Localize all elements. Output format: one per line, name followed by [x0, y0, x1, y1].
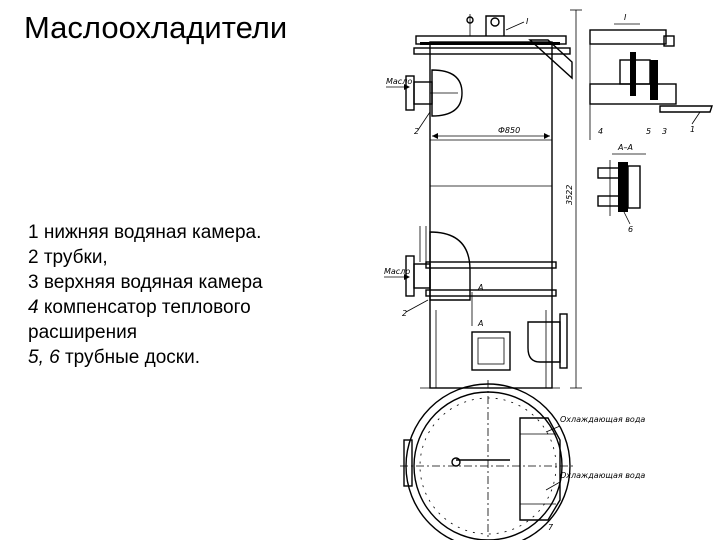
cooling-water-in-label: Охлаждающая вода	[560, 415, 645, 424]
section-a-a: А–А 6	[597, 143, 646, 234]
top-cover	[413, 14, 573, 80]
diameter-dimension: Ф850	[498, 126, 520, 135]
detail-view-i: I 4 5 3 1	[589, 13, 713, 140]
oil-out-label: Масло	[384, 267, 410, 276]
legend-item: 3 верхняя водяная камера	[28, 272, 263, 293]
section-a-a-title: А–А	[617, 143, 633, 152]
section-mark-a-bottom: А	[477, 319, 483, 328]
callout-1: 1	[690, 125, 695, 134]
callout-3: 3	[662, 127, 667, 136]
legend-item: 5, 6 трубные доски.	[28, 347, 200, 368]
height-dimension: 3522	[565, 185, 574, 205]
legend-item: 1 нижняя водяная камера.	[28, 222, 262, 243]
water-nozzle	[527, 313, 568, 369]
callout-7: 7	[548, 523, 554, 532]
plan-view: Охлаждающая вода Охлаждающая вода 7	[400, 380, 645, 540]
legend-list: 1 нижняя водяная камера. 2 трубки, 3 вер…	[28, 220, 263, 370]
callout-5: 5	[646, 127, 651, 136]
legend-item: 4 компенсатор теплового	[28, 297, 251, 318]
section-mark-a-top: А	[477, 283, 483, 292]
oil-outlet-nozzle: Масло	[384, 226, 557, 301]
cooling-water-out-label: Охлаждающая вода	[560, 471, 645, 480]
oil-inlet-nozzle: Масло	[386, 69, 463, 117]
callouts-main: 2 2 I А А	[402, 17, 529, 328]
dimension-lines: 3522 Ф850	[432, 9, 582, 389]
slide-title: Маслоохладители	[24, 10, 288, 45]
callout-2: 2	[414, 127, 419, 136]
callout-2b: 2	[402, 309, 407, 318]
view-i-mark: I	[526, 17, 529, 26]
callout-4: 4	[598, 127, 603, 136]
oil-in-label: Масло	[386, 77, 412, 86]
legend-item: расширения	[28, 322, 138, 343]
legend-item: 2 трубки,	[28, 247, 108, 268]
cooler-shell	[420, 41, 560, 389]
detail-i-title: I	[624, 13, 627, 22]
callout-6: 6	[628, 225, 633, 234]
